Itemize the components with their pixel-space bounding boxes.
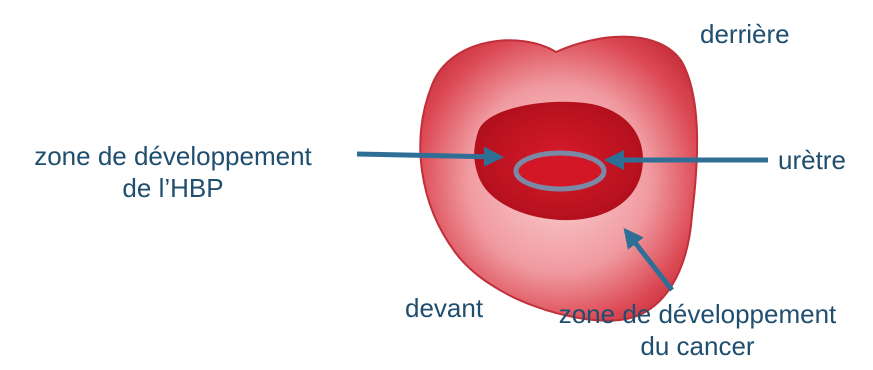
hbp-zone-arrow — [357, 154, 500, 157]
label-cancer-zone: zone de développement du cancer — [530, 298, 865, 362]
label-hbp-zone-line2: de l’HBP — [8, 172, 338, 204]
label-cancer-zone-line2: du cancer — [530, 330, 865, 362]
label-cancer-zone-line1: zone de développement — [530, 298, 865, 330]
label-back: derrière — [700, 18, 790, 50]
label-front: devant — [405, 292, 483, 324]
label-hbp-zone-line1: zone de développement — [8, 140, 338, 172]
urethra-ring — [516, 153, 604, 189]
label-urethra: urètre — [778, 144, 846, 176]
label-hbp-zone: zone de développement de l’HBP — [8, 140, 338, 204]
